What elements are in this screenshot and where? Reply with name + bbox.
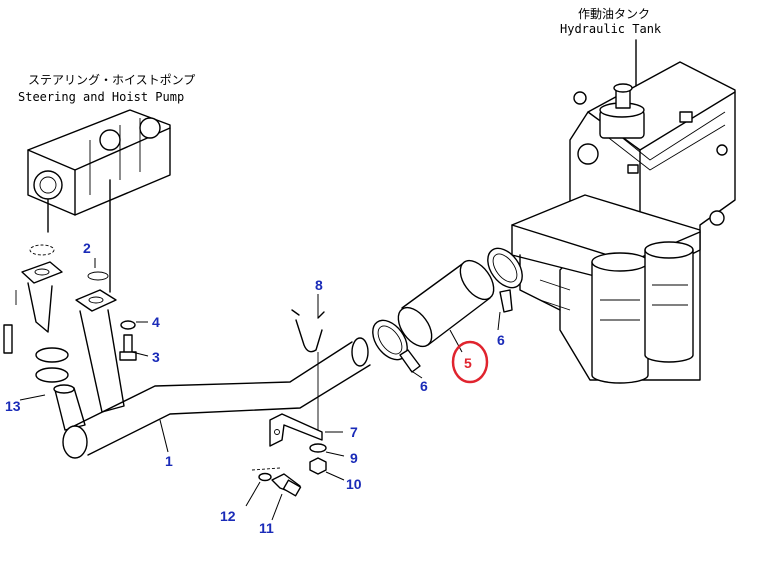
callout-10: 10 <box>346 476 362 492</box>
tank-title-en: Hydraulic Tank <box>560 22 662 36</box>
steering-hoist-pump <box>3 109 171 413</box>
hydraulic-tank <box>511 39 736 384</box>
tank-title-jp: 作動油タンク <box>578 7 650 21</box>
part-6-clamp-right <box>487 247 523 313</box>
callout-11: 11 <box>259 520 274 536</box>
callout-6a: 6 <box>420 378 428 394</box>
part-5-hose <box>397 259 495 348</box>
part-3-bolt <box>119 334 137 361</box>
highlight-circle-5 <box>451 340 489 384</box>
part-13-clamp <box>35 347 86 431</box>
part-8-u-bolt <box>291 309 325 435</box>
callout-7: 7 <box>350 424 358 440</box>
part-2-o-ring <box>87 271 109 281</box>
callout-2: 2 <box>83 240 91 256</box>
part-10-nut <box>309 457 327 475</box>
callout-4: 4 <box>152 314 160 330</box>
callout-12: 12 <box>220 508 236 524</box>
part-1-suction-pipe <box>62 337 371 459</box>
pump-title-jp: ステアリング・ホイストポンプ <box>28 73 195 87</box>
callout-6b: 6 <box>497 332 505 348</box>
part-12-washer <box>251 467 281 482</box>
part-9-washer <box>309 443 327 453</box>
callout-9: 9 <box>350 450 358 466</box>
part-11-bolt <box>271 473 302 497</box>
part-4-washer <box>120 320 136 330</box>
callout-8: 8 <box>315 277 323 293</box>
leader-lines <box>19 258 501 521</box>
callout-3: 3 <box>152 349 160 365</box>
callout-5: 5 <box>464 355 472 371</box>
callout-13: 13 <box>5 398 21 414</box>
pump-title-en: Steering and Hoist Pump <box>18 90 184 104</box>
part-6-clamp-left <box>372 319 421 373</box>
callout-1: 1 <box>165 453 173 469</box>
part-7-bracket <box>269 413 323 447</box>
